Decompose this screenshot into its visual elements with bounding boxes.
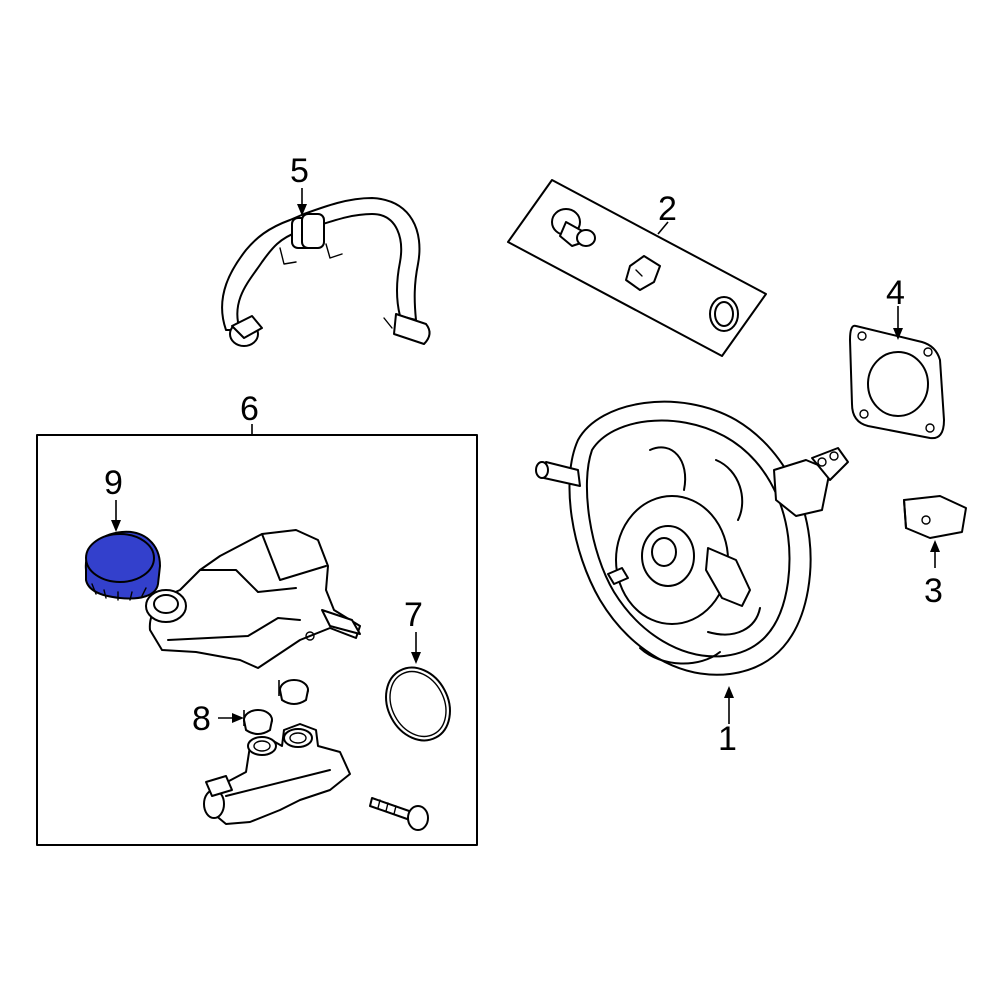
- callout-3: 3: [924, 540, 943, 610]
- callout-label-9: 9: [104, 464, 123, 502]
- part-2-seal-kit[interactable]: [507, 179, 767, 357]
- callout-8: 8: [192, 680, 280, 738]
- part-3-bracket[interactable]: [903, 495, 967, 539]
- callout-label-4: 4: [886, 274, 905, 312]
- callout-label-2: 2: [658, 190, 677, 228]
- part-6-master-cylinder[interactable]: [203, 723, 351, 825]
- callout-9: 9: [104, 464, 123, 532]
- callout-label-8: 8: [192, 700, 211, 738]
- part-6-reservoir[interactable]: [145, 529, 361, 669]
- part-6-group-box[interactable]: [36, 434, 478, 846]
- callout-label-1: 1: [718, 720, 737, 758]
- callout-4: 4: [886, 274, 905, 340]
- kit-clip: [625, 255, 661, 291]
- part-1-brake-booster[interactable]: [535, 400, 849, 676]
- callout-label-6: 6: [240, 390, 259, 428]
- callout-label-3: 3: [924, 572, 943, 610]
- callout-label-7: 7: [404, 596, 423, 634]
- callout-5: 5: [290, 152, 309, 216]
- callout-label-5: 5: [290, 152, 309, 190]
- callout-2: 2: [657, 190, 677, 235]
- kit-check-valve: [551, 208, 596, 247]
- part-9-reservoir-cap[interactable]: [84, 530, 161, 601]
- part-7-reservoir-seal[interactable]: [374, 656, 463, 751]
- part-4-gasket[interactable]: [849, 324, 945, 440]
- callout-7: 7: [404, 596, 423, 664]
- callout-6: 6: [240, 390, 259, 435]
- part-5-vacuum-hose[interactable]: [221, 197, 431, 347]
- part-8-grommets[interactable]: [243, 679, 309, 735]
- part-6-mounting-bolt[interactable]: [369, 797, 429, 831]
- kit-o-ring: [709, 296, 739, 332]
- callout-1: 1: [718, 686, 737, 758]
